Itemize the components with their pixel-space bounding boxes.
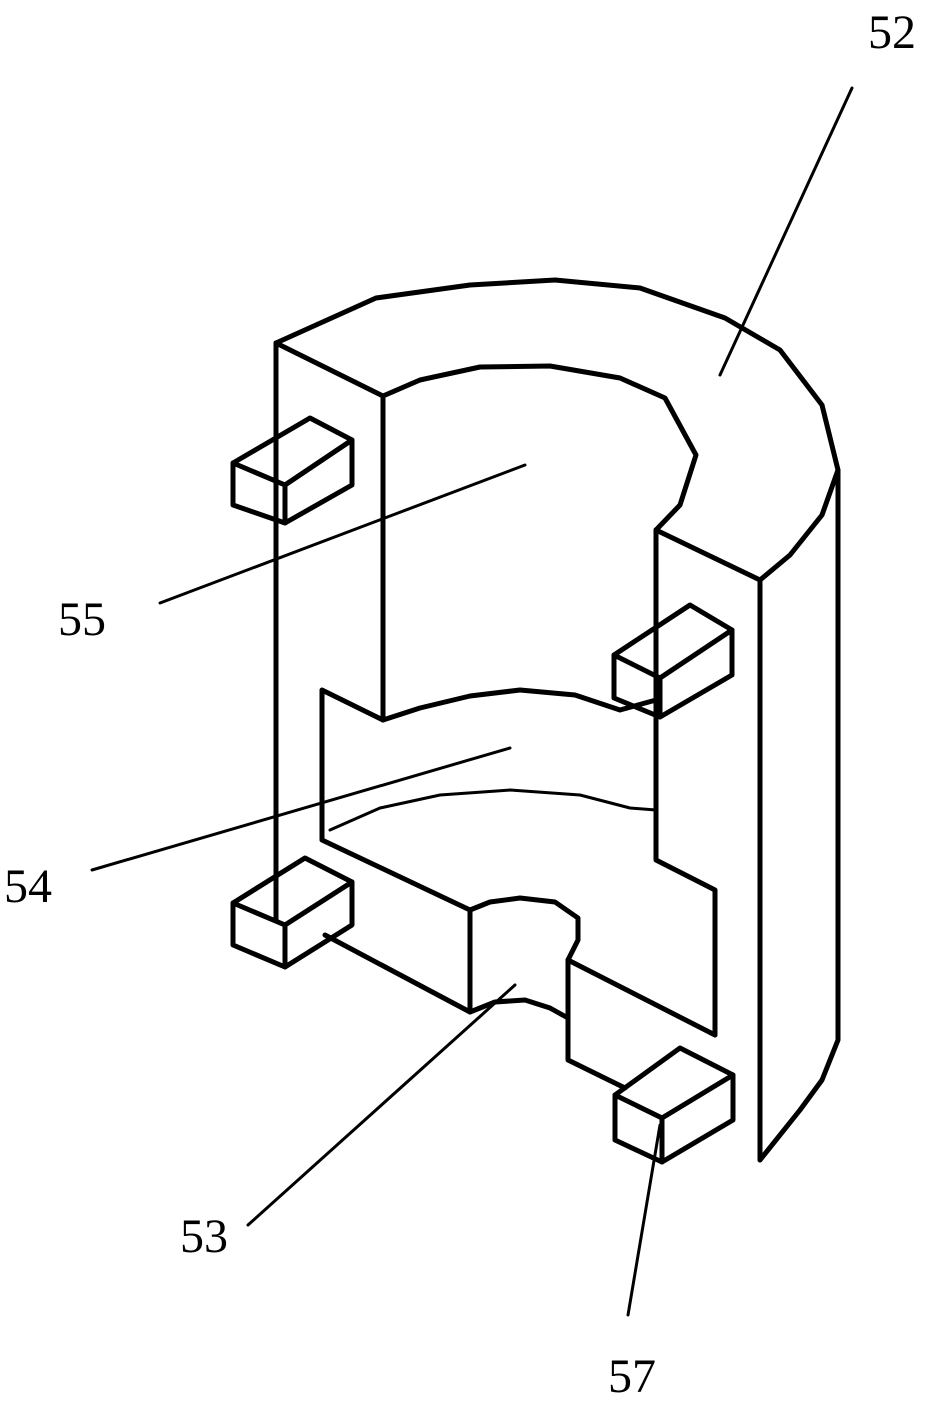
back-right-edge bbox=[757, 467, 841, 1163]
bottom-left-base bbox=[322, 932, 473, 1015]
leader-55 bbox=[158, 463, 527, 605]
leader-53 bbox=[246, 983, 517, 1227]
label-55: 55 bbox=[58, 593, 106, 646]
ring-inner-arc bbox=[380, 363, 699, 533]
label-53: 53 bbox=[180, 1210, 228, 1263]
bottom-hole bbox=[322, 895, 718, 1091]
lug-lower-left bbox=[230, 855, 355, 970]
reference-labels: 52 55 54 53 57 bbox=[4, 6, 916, 1401]
bottom-step-right bbox=[565, 957, 718, 1038]
leader-57 bbox=[626, 1123, 662, 1317]
hole-bottom-arc bbox=[467, 997, 571, 1021]
hole-right-wall bbox=[565, 957, 628, 1091]
lug-upper-right bbox=[611, 602, 735, 720]
ring-outer-arc bbox=[273, 277, 841, 583]
leader-54 bbox=[90, 746, 512, 872]
label-57: 57 bbox=[608, 1350, 656, 1401]
leader-lines bbox=[90, 86, 854, 1317]
label-52: 52 bbox=[868, 6, 916, 59]
sleeve-body bbox=[273, 277, 841, 1163]
left-cut-top-edge bbox=[273, 340, 386, 399]
band-upper-edge bbox=[380, 687, 659, 723]
middle-band bbox=[319, 687, 659, 913]
right-cut-top-edge bbox=[653, 527, 763, 583]
right-inner-edge-lower bbox=[653, 697, 718, 1038]
band-step-left bbox=[319, 687, 473, 913]
lug-lower-right bbox=[612, 1045, 736, 1165]
leader-52 bbox=[718, 86, 854, 377]
hole-rim bbox=[467, 895, 581, 963]
lug-upper-left bbox=[230, 415, 355, 526]
band-lower-edge bbox=[328, 788, 658, 832]
label-54: 54 bbox=[4, 860, 52, 913]
